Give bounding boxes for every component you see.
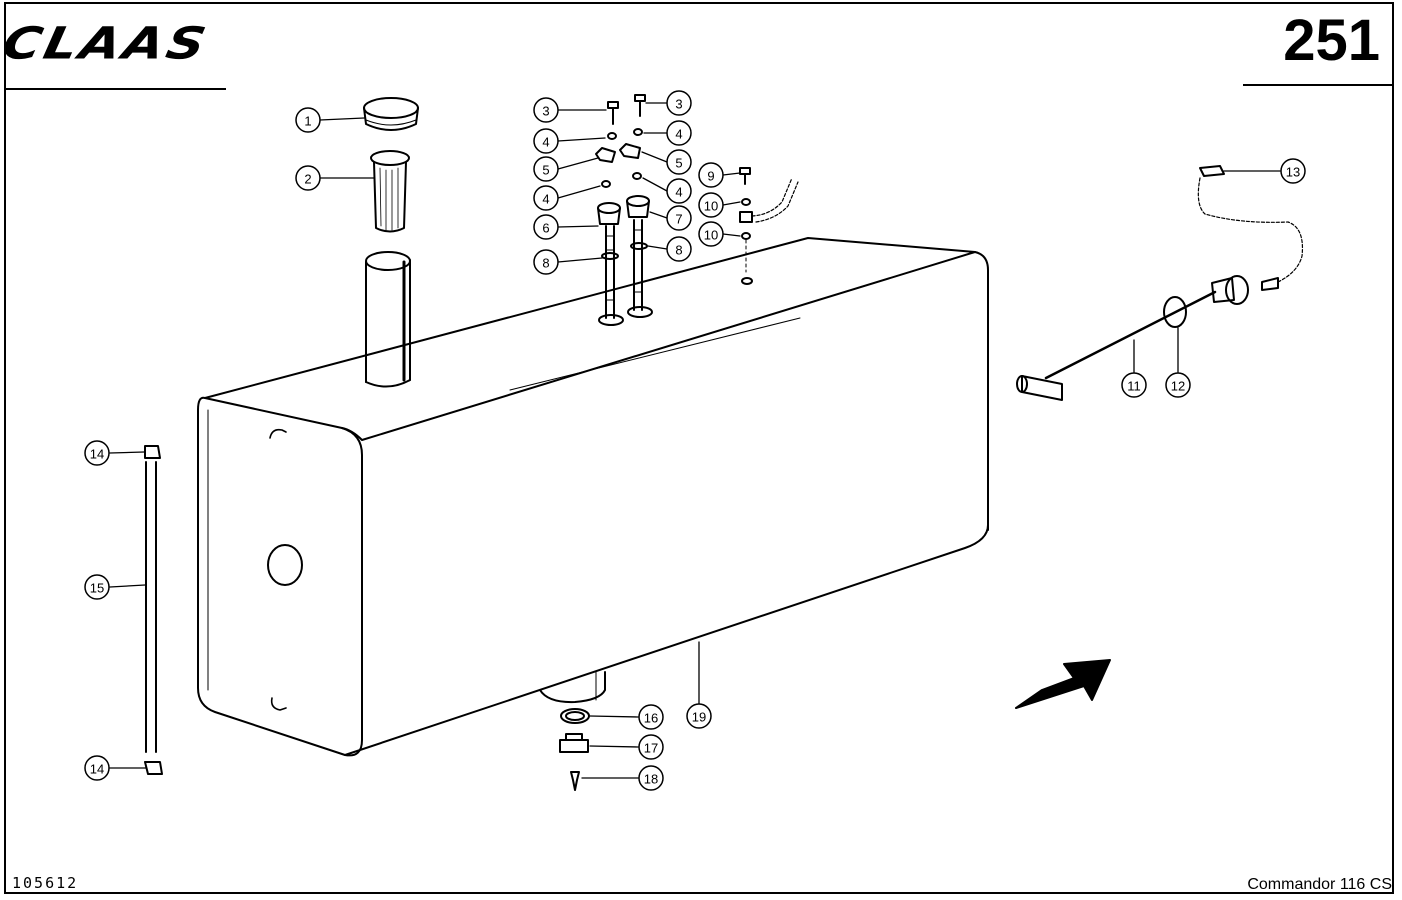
callout-6-label: 6 xyxy=(542,221,549,236)
callout-15-label: 15 xyxy=(90,581,104,596)
callout-15-circle xyxy=(84,574,110,600)
callout-13-label: 13 xyxy=(1286,165,1300,180)
callout-1-circle xyxy=(295,107,321,133)
callout-18-label: 18 xyxy=(644,772,658,787)
model-name: Commandor 116 CS xyxy=(1247,876,1392,893)
page-number-underline xyxy=(1243,84,1394,86)
callout-14a-circle xyxy=(84,440,110,466)
callout-3b-circle xyxy=(666,90,692,116)
filler-strainer xyxy=(370,150,410,233)
callout-4d-label: 4 xyxy=(675,185,682,200)
filler-neck xyxy=(365,251,411,388)
callout-11-circle xyxy=(1121,372,1147,398)
callout-5b-circle xyxy=(666,149,692,175)
callout-10a-circle xyxy=(698,192,724,218)
callout-18-circle xyxy=(638,765,664,791)
right-sender-stack xyxy=(619,94,653,318)
level-sender-unit xyxy=(1016,165,1304,401)
callout-8a-label: 8 xyxy=(542,256,549,271)
callout-14b-label: 14 xyxy=(90,762,104,777)
callout-12-circle xyxy=(1165,372,1191,398)
callout-7-circle xyxy=(666,205,692,231)
callout-5a-label: 5 xyxy=(542,163,549,178)
callout-14b-circle xyxy=(84,755,110,781)
callout-5b-label: 5 xyxy=(675,156,682,171)
callout-10b-circle xyxy=(698,221,724,247)
callout-4a-label: 4 xyxy=(542,135,549,150)
callout-11-label: 11 xyxy=(1127,379,1141,394)
callout-4a-circle xyxy=(533,128,559,154)
callout-4b-label: 4 xyxy=(675,127,682,142)
callout-4c-circle xyxy=(533,185,559,211)
callout-3b-label: 3 xyxy=(675,97,682,112)
filler-cap xyxy=(363,97,419,131)
callout-19-circle xyxy=(686,703,712,729)
callout-8a-circle xyxy=(533,249,559,275)
callout-8b-circle xyxy=(666,236,692,262)
callout-17-circle xyxy=(638,734,664,760)
callout-13-circle xyxy=(1280,158,1306,184)
drawing-number: 105612 xyxy=(12,874,79,892)
callout-6-circle xyxy=(533,214,559,240)
vent-fitting xyxy=(739,167,799,285)
callout-14a-label: 14 xyxy=(90,447,104,462)
callout-10b-label: 10 xyxy=(704,228,718,243)
callout-16-circle xyxy=(638,704,664,730)
callout-12-label: 12 xyxy=(1171,379,1185,394)
callout-3a-circle xyxy=(533,97,559,123)
logo-underline xyxy=(4,88,226,90)
callout-16-label: 16 xyxy=(644,711,658,726)
callout-9-circle xyxy=(698,162,724,188)
callout-5a-circle xyxy=(533,156,559,182)
callout-10a-label: 10 xyxy=(704,199,718,214)
drain-parts xyxy=(559,708,590,791)
callout-1-label: 1 xyxy=(304,114,311,129)
callout-19-label: 19 xyxy=(692,710,706,725)
callout-7-label: 7 xyxy=(675,212,682,227)
callout-2-label: 2 xyxy=(304,172,311,187)
callout-3a-label: 3 xyxy=(542,104,549,119)
callout-4d-circle xyxy=(666,178,692,204)
callout-9-label: 9 xyxy=(707,169,714,184)
left-sender-stack xyxy=(595,101,624,326)
callout-4b-circle xyxy=(666,120,692,146)
direction-arrow xyxy=(1015,659,1111,709)
callout-4c-label: 4 xyxy=(542,192,549,207)
fuel-tank xyxy=(197,237,989,757)
callout-2-circle xyxy=(295,165,321,191)
page-number: 251 xyxy=(1283,8,1380,73)
page-frame xyxy=(4,2,1394,894)
callout-8b-label: 8 xyxy=(675,243,682,258)
callout-17-label: 17 xyxy=(644,741,658,756)
sight-tube xyxy=(144,445,163,775)
